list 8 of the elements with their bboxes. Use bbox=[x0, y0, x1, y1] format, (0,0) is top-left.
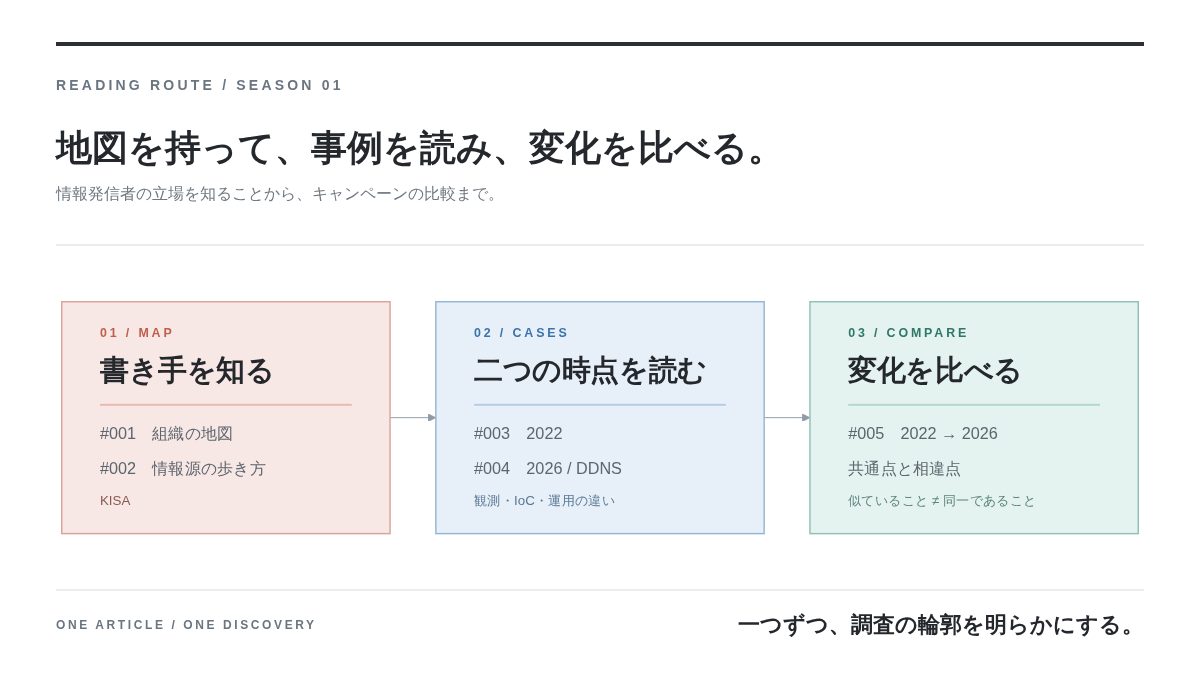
step-card: 03 / COMPARE 変化を比べる #005 2022 → 2026 共通点と相違点 似ていること ≠ 同一であること bbox=[809, 301, 1139, 535]
series-label: READING ROUTE / SEASON 01 bbox=[56, 77, 344, 93]
footer-tagline: ONE ARTICLE / ONE DISCOVERY bbox=[56, 618, 317, 632]
footer-motto: 一つずつ、調査の輪郭を明らかにする。 bbox=[738, 610, 1144, 639]
subtitle: 情報発信者の立場を知ることから、キャンペーンの比較まで。 bbox=[56, 184, 504, 204]
title: 地図を持って、事例を読み、変化を比べる。 bbox=[56, 125, 784, 170]
step-card: 01 / MAP 書き手を知る #001 組織の地図 #002 情報源の歩き方 KISA bbox=[61, 301, 391, 535]
step-card: 02 / CASES 二つの時点を読む #003 2022 #004 2026 / DDNS 観測・IoC・運用の違い bbox=[435, 301, 765, 535]
